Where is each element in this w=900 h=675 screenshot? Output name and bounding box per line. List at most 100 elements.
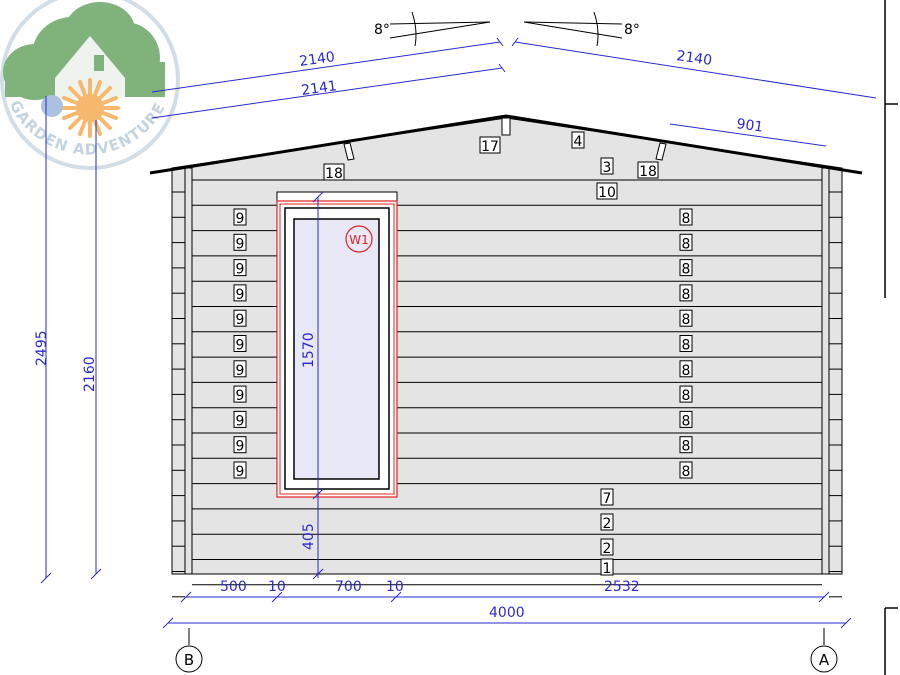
part-label-board-3-text: 3 <box>603 160 612 176</box>
dim-window-height: 1570 <box>301 332 317 368</box>
part-label-right-text: 8 <box>682 363 691 379</box>
part-label-left-text: 9 <box>236 388 245 404</box>
part-label-fascia-right: 18 <box>637 161 659 180</box>
part-label-right-text: 8 <box>682 312 691 328</box>
part-label-board-10-text: 10 <box>598 185 616 201</box>
front-wall <box>171 117 843 598</box>
axis-a-label: A <box>819 651 830 669</box>
window-w1: W1 <box>276 191 398 498</box>
part-label-right-text: 8 <box>682 388 691 404</box>
part-label-bottom: 2 <box>600 538 614 557</box>
part-label-bottom-text: 1 <box>603 561 612 577</box>
part-label-left-text: 9 <box>236 439 245 455</box>
part-label-ridge: 17 <box>479 136 501 155</box>
part-label-right-text: 8 <box>682 211 691 227</box>
vertical-dimension-lines <box>40 96 324 584</box>
part-label-left: 9 <box>233 284 247 303</box>
part-label-board-10: 10 <box>596 182 618 201</box>
sun-icon <box>60 78 120 138</box>
roof-angle-right-label: 8° <box>624 22 640 38</box>
part-label-left: 9 <box>233 385 247 404</box>
corner-post-right <box>821 167 843 575</box>
part-label-left-text: 9 <box>236 413 245 429</box>
window-tag: W1 <box>349 233 369 247</box>
dim-roof-right-partial: 901 <box>735 116 764 136</box>
part-label-right: 8 <box>679 461 693 480</box>
part-label-right: 8 <box>679 208 693 227</box>
dim-segment-3: 2532 <box>604 579 640 595</box>
window-tag-circle <box>345 225 373 253</box>
sheet-frame-fragments <box>884 0 898 675</box>
part-label-right: 8 <box>679 360 693 379</box>
part-label-right: 8 <box>679 335 693 354</box>
part-label-right: 8 <box>679 385 693 404</box>
roof-angle-right <box>523 11 623 47</box>
part-label-right: 8 <box>679 284 693 303</box>
part-label-bottom-text: 2 <box>603 516 612 532</box>
axis-marker-b: B <box>175 628 203 673</box>
part-label-bottom: 7 <box>600 488 614 507</box>
house-icon <box>55 36 125 98</box>
part-label-left: 9 <box>233 233 247 252</box>
part-label-ridge-text: 17 <box>481 139 499 155</box>
part-label-bottom: 1 <box>600 558 614 577</box>
part-label-right: 8 <box>679 309 693 328</box>
dim-gap-2: 10 <box>386 579 404 595</box>
part-label-left: 9 <box>233 335 247 354</box>
part-label-left: 9 <box>233 461 247 480</box>
part-label-ridge-top-text: 4 <box>574 134 583 150</box>
part-label-right-text: 8 <box>682 413 691 429</box>
part-label-right-text: 8 <box>682 439 691 455</box>
part-label-board-3: 3 <box>600 157 614 176</box>
roof-line <box>149 114 863 175</box>
axis-marker-a: A <box>810 628 838 673</box>
window-glass <box>293 218 380 480</box>
dim-total-width: 4000 <box>489 605 525 621</box>
part-label-right-text: 8 <box>682 287 691 303</box>
part-label-left: 9 <box>233 208 247 227</box>
part-label-right: 8 <box>679 410 693 429</box>
part-label-bottom-text: 7 <box>603 491 612 507</box>
part-label-right: 8 <box>679 436 693 455</box>
part-label-left: 9 <box>233 360 247 379</box>
axis-b-label: B <box>184 651 194 669</box>
dim-roof-left-inner: 2141 <box>300 78 338 99</box>
part-label-fascia-right-text: 18 <box>639 164 657 180</box>
part-label-right-text: 8 <box>682 236 691 252</box>
part-label-left: 9 <box>233 309 247 328</box>
dim-segment-1: 500 <box>220 579 247 595</box>
part-label-fascia-left: 18 <box>323 163 345 182</box>
corner-post-left <box>171 167 193 575</box>
part-label-bottom: 2 <box>600 513 614 532</box>
dim-window-bottom: 405 <box>301 523 317 550</box>
part-label-right: 8 <box>679 233 693 252</box>
part-label-left: 9 <box>233 259 247 278</box>
dim-roof-left: 2140 <box>298 49 336 70</box>
horizontal-dimension-lines <box>162 591 852 629</box>
dim-height-wall: 2160 <box>82 356 98 392</box>
roof-angle-left <box>389 11 491 47</box>
roof-brackets <box>343 117 667 161</box>
part-label-left-text: 9 <box>236 312 245 328</box>
part-label-right-text: 8 <box>682 464 691 480</box>
garden-adventure-logo: GARDEN ADVENTURE <box>0 0 180 170</box>
dim-roof-right: 2140 <box>675 48 713 69</box>
part-label-right-text: 8 <box>682 262 691 278</box>
part-label-left-text: 9 <box>236 363 245 379</box>
part-label-bottom-text: 2 <box>603 541 612 557</box>
part-label-left-text: 9 <box>236 464 245 480</box>
part-label-left-text: 9 <box>236 262 245 278</box>
roof-angle-left-label: 8° <box>374 22 390 38</box>
part-label-right-text: 8 <box>682 338 691 354</box>
part-label-left-text: 9 <box>236 287 245 303</box>
part-label-left: 9 <box>233 436 247 455</box>
roof-dimension-lines <box>151 37 877 147</box>
part-label-right: 8 <box>679 259 693 278</box>
part-label-ridge-top: 4 <box>571 131 585 150</box>
part-label-left: 9 <box>233 410 247 429</box>
dim-height-total: 2495 <box>34 330 50 366</box>
dim-gap-1: 10 <box>268 579 286 595</box>
part-label-left-text: 9 <box>236 338 245 354</box>
part-label-fascia-left-text: 18 <box>325 166 343 182</box>
